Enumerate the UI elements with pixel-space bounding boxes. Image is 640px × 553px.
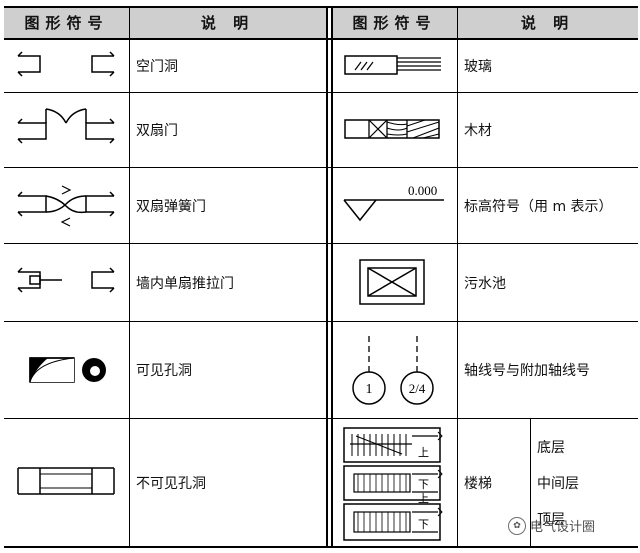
axis-main-label: 1 — [366, 382, 373, 397]
header-desc-right: 说 明 — [457, 6, 638, 38]
border-top — [4, 6, 638, 8]
desc-empty-doorway: 空门洞 — [136, 58, 178, 75]
floor-middle: 中间层 — [537, 476, 579, 492]
stair-inner-divider — [530, 418, 531, 548]
stair-label-down-1: 下 — [418, 478, 429, 491]
floor-ground: 底层 — [537, 440, 565, 456]
elevation-symbol: 0.000 — [343, 183, 444, 222]
center-divider-a — [326, 6, 328, 548]
row-line-3 — [4, 243, 638, 244]
desc-hidden-opening: 不可见孔洞 — [136, 475, 206, 492]
watermark: ✿ 电气设计圈 — [508, 516, 595, 535]
header-symbol-right: 图形符号 — [332, 6, 457, 38]
timber-symbol — [344, 119, 440, 139]
double-spring-door-symbol — [17, 185, 115, 227]
border-bottom — [4, 546, 638, 548]
desc-visible-opening: 可见孔洞 — [136, 363, 192, 379]
elevation-value: 0.000 — [408, 183, 437, 198]
desc-double-spring-door: 双扇弹簧门 — [136, 198, 206, 215]
stair-symbol: 上 下 上 下 — [343, 427, 443, 541]
wechat-icon: ✿ — [508, 516, 526, 535]
glass-symbol — [344, 55, 441, 75]
desc-single-sliding-door: 墙内单扇推拉门 — [136, 275, 234, 292]
center-divider-b — [331, 6, 333, 548]
header-divider — [4, 38, 638, 40]
watermark-text: 电气设计圈 — [530, 520, 596, 535]
axis-sub-label: 2/4 — [409, 381, 426, 396]
desc-elevation: 标高符号（用 m 表示） — [464, 198, 613, 215]
desc-axis-number: 轴线号与附加轴线号 — [464, 363, 590, 379]
header-desc-left: 说 明 — [129, 6, 326, 38]
desc-sink: 污水池 — [464, 275, 506, 292]
stair-label-down-2: 下 — [418, 518, 429, 531]
axis-number-symbol: 1 2/4 — [352, 336, 434, 405]
stair-label-up-2: 上 — [418, 492, 429, 505]
desc-double-leaf-door: 双扇门 — [136, 123, 178, 139]
row-line-5 — [4, 418, 638, 419]
single-sliding-door-symbol — [17, 267, 115, 293]
sink-symbol — [359, 259, 425, 305]
hidden-opening-symbol — [17, 467, 115, 495]
floor-top: 顶层 — [537, 512, 565, 528]
double-leaf-door-symbol — [17, 108, 115, 144]
visible-opening-symbol — [29, 357, 106, 383]
empty-doorway-symbol — [17, 51, 115, 77]
row-line-2 — [4, 167, 638, 168]
stair-label-up-1: 上 — [418, 446, 429, 459]
desc-stair: 楼梯 — [464, 475, 492, 492]
desc-timber: 木材 — [464, 123, 492, 139]
row-line-1 — [4, 92, 638, 93]
col-divider-right — [457, 6, 458, 548]
desc-glass: 玻璃 — [464, 58, 492, 75]
row-line-4 — [4, 321, 638, 322]
header-symbol-left: 图形符号 — [4, 6, 129, 38]
col-divider-left — [129, 6, 130, 548]
